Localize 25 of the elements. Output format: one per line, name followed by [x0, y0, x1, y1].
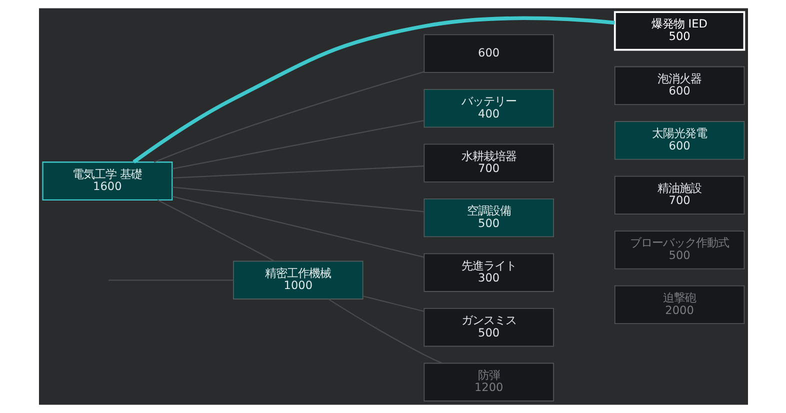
connector [153, 71, 424, 163]
node-box: 電気工学 基礎 1600 [42, 162, 172, 200]
node-box: ブローバック作動式 500 [614, 230, 744, 270]
connector [172, 166, 424, 179]
connector [172, 186, 424, 212]
node-box: 防弾 1200 [423, 362, 554, 402]
connector [172, 120, 424, 170]
connector [362, 296, 424, 312]
connector [328, 298, 442, 364]
node-box: 太陽光発電 600 [614, 121, 744, 160]
node-box: 泡消火器 600 [614, 66, 744, 106]
node-box: 精油施設 700 [614, 176, 744, 215]
node-box: 空調設備 500 [423, 198, 554, 238]
connector [172, 196, 424, 258]
connector [108, 280, 233, 281]
node-box: 600 [423, 34, 554, 73]
node-box: 迫撃砲 2000 [614, 285, 744, 324]
node-box: 水耕栽培器 700 [423, 144, 554, 182]
node-box: 精密工作機械 1000 [232, 260, 363, 300]
node-box: 爆発物 IED 500 [613, 11, 745, 51]
node-box: ガンスミス 500 [423, 308, 554, 347]
node-box: 先進ライト 300 [423, 253, 554, 292]
connector [156, 199, 274, 262]
node-box: バッテリー 400 [423, 88, 554, 128]
connector [132, 16, 614, 164]
